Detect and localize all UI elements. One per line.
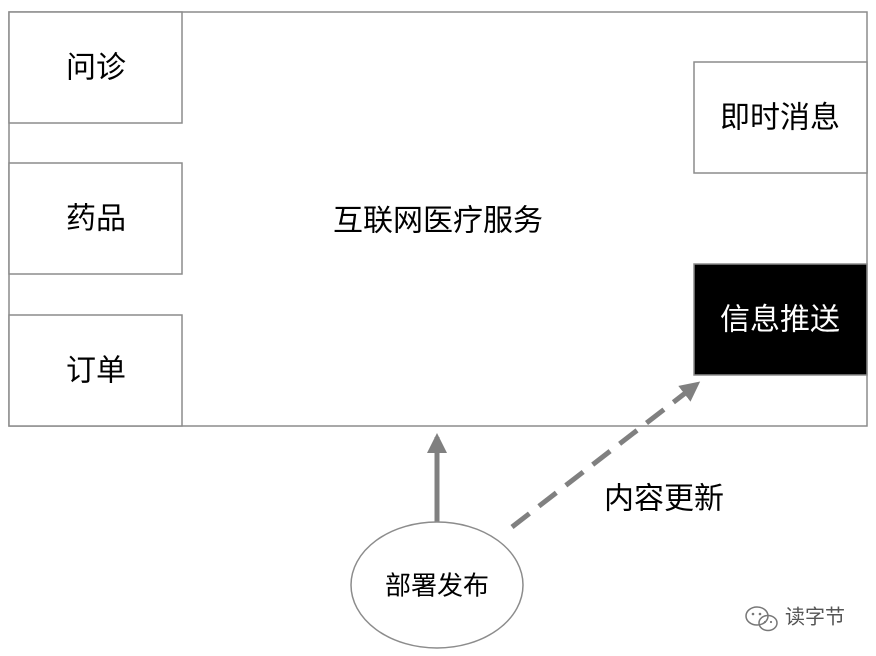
order-module: 订单	[8, 314, 183, 427]
instant-message-module: 即时消息	[693, 61, 868, 174]
consultation-module: 问诊	[8, 11, 183, 124]
wechat-icon	[745, 606, 778, 632]
watermark-text: 读字节	[785, 605, 845, 629]
medicine-module: 药品	[8, 162, 183, 275]
consultation-label: 问诊	[66, 51, 126, 86]
watermark: 读字节	[745, 605, 845, 632]
medicine-label: 药品	[66, 202, 126, 237]
content-update-label: 内容更新	[604, 482, 724, 517]
message-push-module: 信息推送	[693, 263, 868, 376]
deploy-node	[350, 521, 524, 649]
order-label: 订单	[66, 354, 126, 389]
instant-message-label: 即时消息	[720, 101, 840, 136]
content-update-arrow	[510, 381, 701, 529]
main-service-label: 互联网医疗服务	[333, 204, 543, 239]
message-push-label: 信息推送	[720, 303, 840, 338]
deploy-label: 部署发布	[385, 572, 489, 602]
